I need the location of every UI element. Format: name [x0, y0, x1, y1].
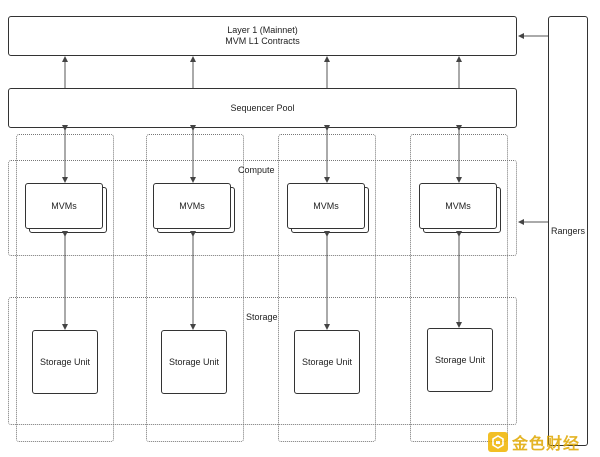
storage-unit-label: Storage Unit — [301, 356, 353, 367]
storage-unit-label: Storage Unit — [168, 356, 220, 367]
mvm-stack-2: MVMs — [153, 183, 237, 235]
watermark-text: 金色财经 — [512, 434, 581, 453]
compute-region — [8, 160, 517, 256]
mvm-stack-1: MVMs — [25, 183, 109, 235]
layer1-title: Layer 1 (Mainnet) — [227, 25, 298, 35]
storage-unit-label: Storage Unit — [39, 356, 91, 367]
mvm-box: MVMs — [153, 183, 231, 229]
mvm-label: MVMs — [313, 201, 339, 211]
mvm-label: MVMs — [51, 201, 77, 211]
sequencer-pool-box: Sequencer Pool — [8, 88, 517, 128]
storage-unit-1: Storage Unit — [32, 330, 98, 394]
golden-logo-icon — [488, 432, 508, 452]
rangers-box: Rangers — [548, 16, 588, 446]
storage-unit-label: Storage Unit — [434, 354, 486, 365]
mvm-label: MVMs — [179, 201, 205, 211]
mvm-stack-4: MVMs — [419, 183, 503, 235]
watermark-logo: 金色财经 — [488, 430, 580, 454]
rangers-label: Rangers — [550, 225, 586, 236]
mvm-box: MVMs — [287, 183, 365, 229]
mvm-box: MVMs — [25, 183, 103, 229]
compute-region-label: Compute — [238, 165, 275, 175]
storage-region — [8, 297, 517, 425]
storage-unit-4: Storage Unit — [427, 328, 493, 392]
mvm-box: MVMs — [419, 183, 497, 229]
storage-unit-3: Storage Unit — [294, 330, 360, 394]
layer1-subtitle: MVM L1 Contracts — [225, 36, 300, 46]
layer1-mainnet-box: Layer 1 (Mainnet) MVM L1 Contracts — [8, 16, 517, 56]
sequencer-pool-label: Sequencer Pool — [230, 102, 295, 113]
mvm-label: MVMs — [445, 201, 471, 211]
storage-region-label: Storage — [246, 312, 278, 322]
storage-unit-2: Storage Unit — [161, 330, 227, 394]
mvm-stack-3: MVMs — [287, 183, 371, 235]
